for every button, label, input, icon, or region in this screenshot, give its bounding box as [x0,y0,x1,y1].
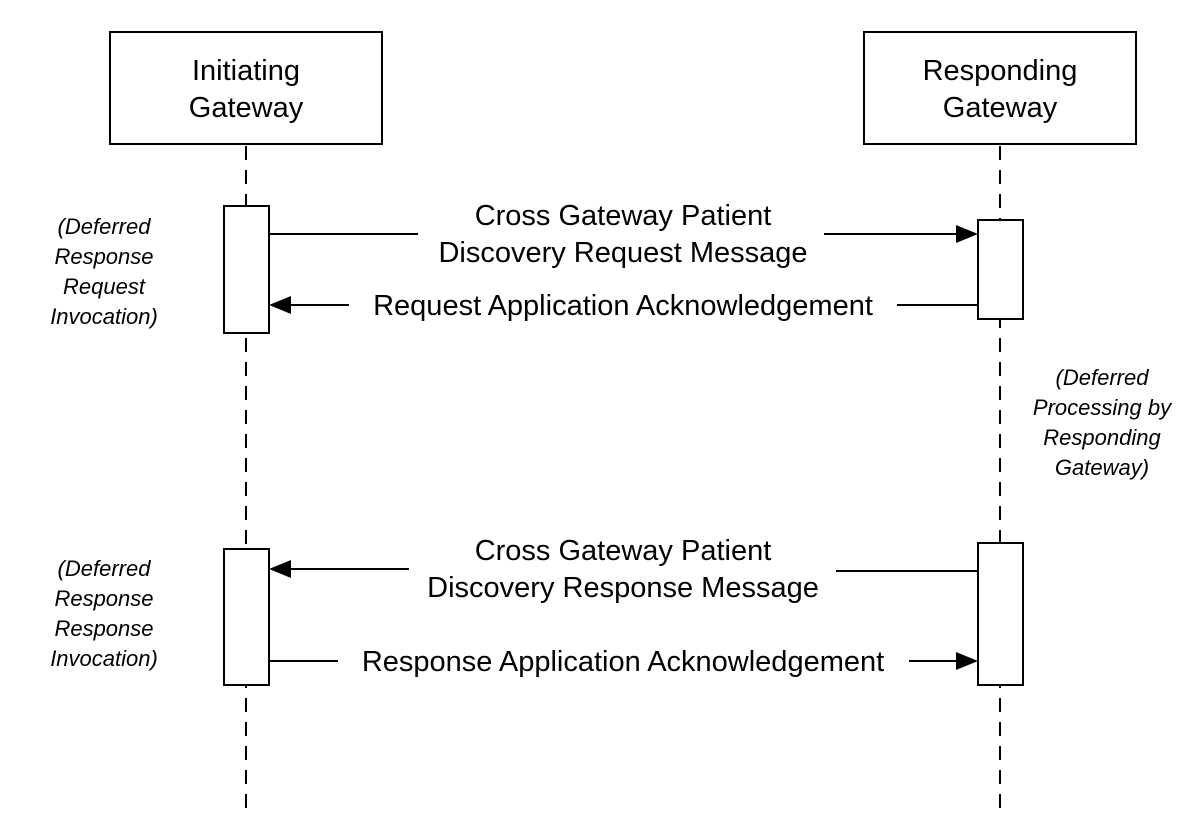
request-ack-label: Request Application Acknowledgement [373,290,873,322]
xcpd-request-label-line1: Cross Gateway Patient [475,200,772,232]
note-line: (Deferred [58,214,152,239]
response-ack-label: Response Application Acknowledgement [362,646,884,678]
initiating-gateway-label-line2: Gateway [189,92,304,124]
arrowhead-right-icon [956,225,978,243]
note-line: Invocation) [50,304,158,329]
note-line: Responding [1043,425,1161,450]
initiating-activation-response [223,548,270,686]
note-line: Invocation) [50,646,158,671]
note-line: Processing by [1033,395,1173,420]
responding-activation-response [977,542,1024,686]
note-line: (Deferred [58,556,152,581]
note-line: Response [54,244,153,269]
note-line: Gateway) [1055,455,1149,480]
note-deferred-processing: (Deferred Processing by Responding Gatew… [1033,365,1173,480]
responding-gateway-label-line2: Gateway [943,92,1058,124]
arrowhead-left-icon [269,560,291,578]
arrowhead-left-icon [269,296,291,314]
responding-gateway-actor: Responding Gateway [863,31,1137,145]
xcpd-request-label-line2: Discovery Request Message [438,237,807,269]
note-line: Request [63,274,146,299]
note-deferred-response-invocation: (Deferred Response Response Invocation) [50,556,158,671]
xcpd-response-message: Cross Gateway Patient Discovery Response… [269,535,978,604]
note-line: Response [54,586,153,611]
note-deferred-request-invocation: (Deferred Response Request Invocation) [50,214,158,329]
xcpd-request-message: Cross Gateway Patient Discovery Request … [269,200,978,269]
xcpd-response-label-line2: Discovery Response Message [427,572,819,604]
arrowhead-right-icon [956,652,978,670]
initiating-activation-request [223,205,270,334]
xcpd-response-label-line1: Cross Gateway Patient [475,535,772,567]
note-line: (Deferred [1056,365,1150,390]
initiating-gateway-label-line1: Initiating [192,55,300,87]
request-ack-message: Request Application Acknowledgement [269,290,978,322]
note-line: Response [54,616,153,641]
responding-activation-request [977,219,1024,320]
response-ack-message: Response Application Acknowledgement [269,646,978,678]
initiating-gateway-actor: Initiating Gateway [109,31,383,145]
responding-gateway-label-line1: Responding [923,55,1078,87]
